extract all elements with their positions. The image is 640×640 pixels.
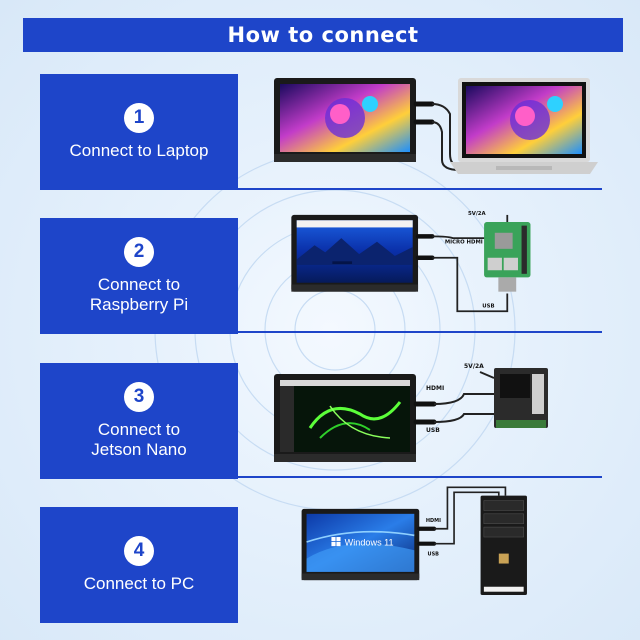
pc-connection-illustration: Windows 11 HDMI USB xyxy=(301,486,527,596)
raspberry-pi-connection-illustration: 5V/2A MICRO HDMI USB xyxy=(291,211,531,313)
hdmi-tag: HDMI xyxy=(426,518,441,524)
hdmi-tag: HDMI xyxy=(426,385,444,392)
step-card-raspberry-pi: 2 Connect to Raspberry Pi xyxy=(40,218,238,334)
power-tag: 5V/2A xyxy=(464,363,484,370)
windows-logo-icon xyxy=(331,537,341,547)
step-number: 1 xyxy=(124,103,154,133)
step-number: 2 xyxy=(124,237,154,267)
power-tag: 5V/2A xyxy=(468,211,487,217)
step-number: 4 xyxy=(124,536,154,566)
step-label: Connect to Laptop xyxy=(69,141,209,160)
step-label: Connect to PC xyxy=(83,574,195,593)
divider-line xyxy=(238,476,602,478)
windows-wordmark: Windows 11 xyxy=(345,537,394,547)
step-card-laptop: 1 Connect to Laptop xyxy=(40,74,238,190)
page-header: How to connect xyxy=(23,18,623,52)
usb-tag: USB xyxy=(482,304,494,310)
step-label: Connect to Raspberry Pi xyxy=(89,275,189,314)
step-card-pc: 4 Connect to PC xyxy=(40,507,238,623)
usb-tag: USB xyxy=(428,551,440,557)
page-title: How to connect xyxy=(227,23,419,47)
jetson-nano-connection-illustration: 5V/2A HDMI USB xyxy=(274,363,548,462)
step-label: Connect to Jetson Nano xyxy=(91,420,187,459)
micro-hdmi-tag: MICRO HDMI xyxy=(445,239,483,245)
step-card-jetson-nano: 3 Connect to Jetson Nano xyxy=(40,363,238,479)
divider-line xyxy=(238,331,602,333)
laptop-connection-illustration xyxy=(274,78,598,174)
divider-line xyxy=(238,188,602,190)
step-number: 3 xyxy=(124,382,154,412)
usb-tag: USB xyxy=(426,427,440,434)
